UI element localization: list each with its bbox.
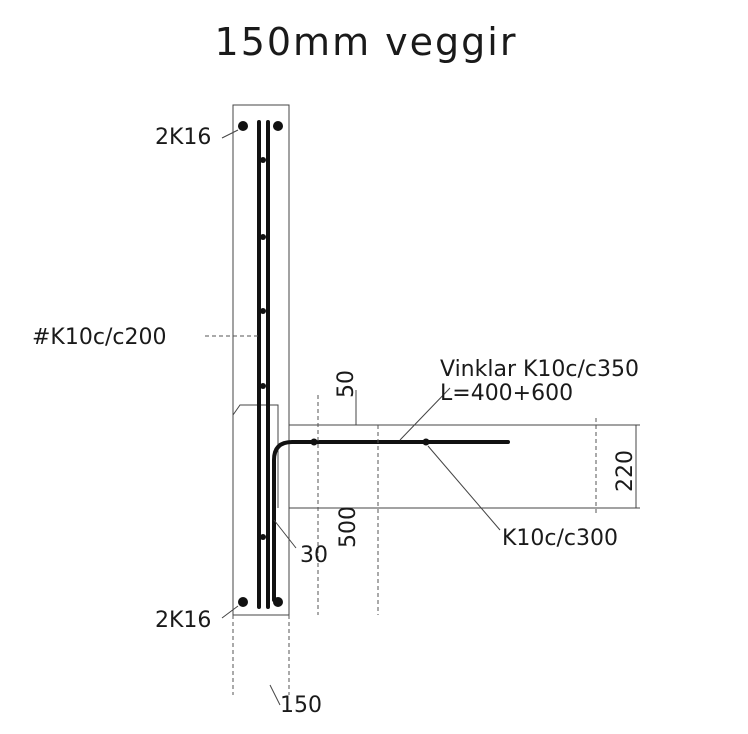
corner-bar-bottom-right [273, 597, 283, 607]
mesh-bar-dot [260, 308, 266, 314]
wall-outline [232, 104, 290, 616]
corner-bar-top-right [273, 121, 283, 131]
mesh-bar-dot [260, 534, 266, 540]
wall-joint [232, 404, 279, 445]
slab-bar-dot [422, 438, 430, 446]
leader-top-bars [221, 129, 239, 139]
label-slab-bars: K10c/c300 [502, 526, 618, 551]
mesh-bar-dot [260, 234, 266, 240]
label-dim-50: 50 [334, 370, 359, 398]
label-bottom-bars: 2K16 [155, 608, 211, 633]
dim-150-tick [269, 684, 281, 706]
label-dim-500: 500 [336, 506, 361, 548]
leader-cover [273, 519, 297, 549]
mesh-bar-dot [260, 383, 266, 389]
angle-rebar [272, 440, 510, 602]
label-dim-30: 30 [300, 543, 328, 568]
corner-bar-bottom-left [238, 597, 248, 607]
label-dim-150: 150 [280, 693, 322, 718]
label-angle-bars: Vinklar K10c/c350 [440, 357, 639, 382]
drawing-title: 150mm veggir [215, 20, 518, 64]
leader-bottom-bars [221, 605, 239, 619]
mesh-bar-dot [260, 157, 266, 163]
leader-slab-bars [427, 445, 501, 531]
label-angle-length: L=400+600 [440, 381, 573, 406]
label-dim-220: 220 [613, 450, 638, 492]
slab-bar-dot [310, 438, 318, 446]
leader-angle-bars [399, 387, 451, 441]
label-top-bars: 2K16 [155, 125, 211, 150]
corner-bar-top-left [238, 121, 248, 131]
label-wall-mesh: #K10c/c200 [32, 325, 166, 350]
